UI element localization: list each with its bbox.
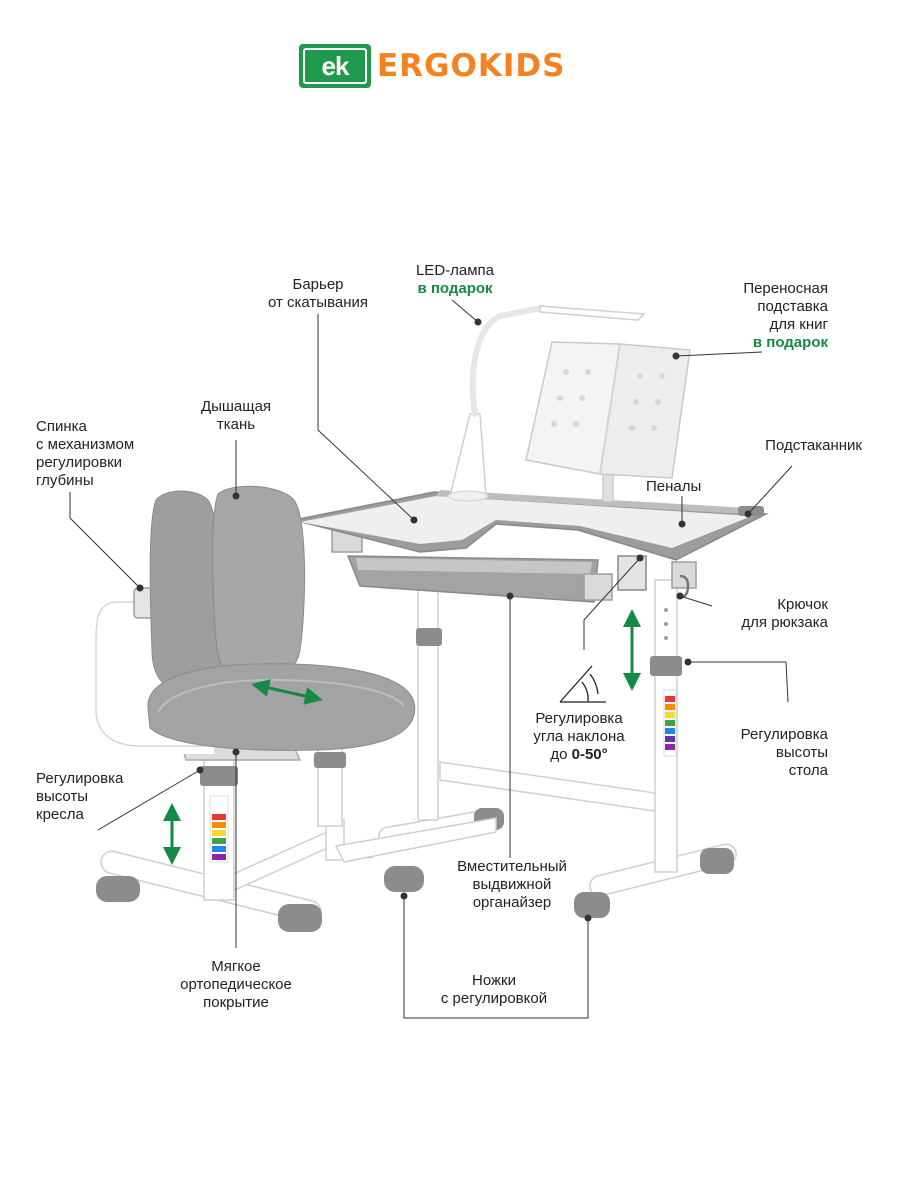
chair bbox=[88, 485, 497, 932]
label-pencil: Пеналы bbox=[646, 478, 702, 495]
callout-lines bbox=[69, 299, 793, 1019]
logo-mark-text: ek bbox=[321, 51, 350, 81]
desk-height-scale bbox=[663, 689, 677, 757]
label-cup-holder: Подстаканник bbox=[765, 437, 862, 454]
chair-height-scale bbox=[209, 795, 229, 863]
double-arrow-horizontal-icon bbox=[251, 679, 323, 705]
led-lamp bbox=[447, 305, 646, 502]
desk bbox=[293, 305, 769, 918]
seat-cushion bbox=[147, 663, 416, 751]
backrest-left bbox=[149, 490, 222, 697]
gift-badge: в подарок bbox=[752, 334, 828, 351]
callout-pointer-dot bbox=[136, 318, 752, 922]
backrest-right bbox=[212, 485, 306, 684]
brand-logo: ek ERGOKIDS bbox=[299, 44, 565, 88]
label-lamp: LED-лампа в подарок bbox=[400, 262, 510, 298]
tilt-angle-icon bbox=[559, 665, 606, 703]
brand-name: ERGOKIDS bbox=[377, 48, 566, 84]
book-stand bbox=[525, 341, 691, 503]
gift-badge: в подарок bbox=[417, 280, 493, 297]
tilt-range-value: 0-50° bbox=[571, 746, 608, 763]
ergokids-logo-mark: ek bbox=[299, 44, 371, 88]
